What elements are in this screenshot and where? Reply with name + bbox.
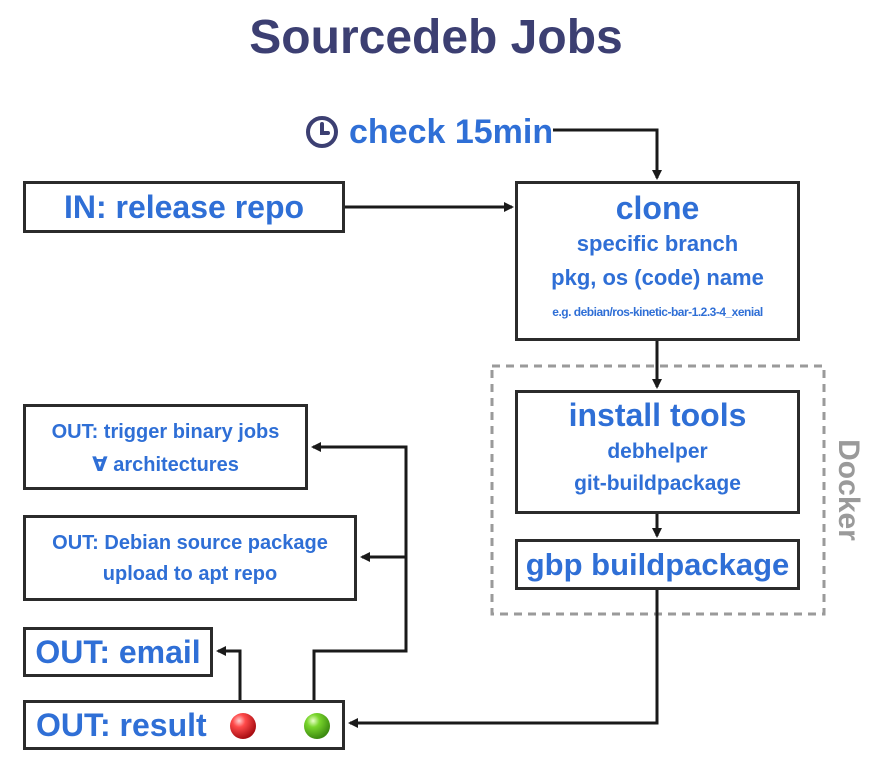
diagram-title: Sourcedeb Jobs: [249, 11, 623, 64]
out-result-box: OUT: result: [23, 700, 345, 750]
out-binary-line1: OUT: trigger binary jobs: [51, 421, 280, 443]
clone-title: clone: [615, 190, 700, 226]
green-status-dot-icon: [304, 713, 330, 739]
out-email-box: OUT: email: [23, 627, 213, 677]
install-box: install tools debhelper git-buildpackage: [515, 390, 800, 514]
arrow-result-to-binary: [311, 442, 408, 700]
input-box: IN: release repo: [23, 181, 345, 233]
clone-branch: specific branch: [576, 231, 739, 256]
clone-pkg-name: pkg, os (code) name: [551, 265, 764, 290]
out-binary-line2: ∀ architectures: [92, 454, 239, 476]
trigger-label: check 15min: [349, 112, 554, 151]
build-box: gbp buildpackage: [515, 539, 800, 590]
arrow-build-to-result: [348, 590, 659, 728]
out-binary-box: OUT: trigger binary jobs ∀ architectures: [23, 404, 308, 490]
out-result-label: OUT: result: [36, 707, 207, 743]
clone-example: e.g. debian/ros-kinetic-bar-1.2.3-4_xeni…: [552, 305, 763, 319]
out-source-box: OUT: Debian source package upload to apt…: [23, 515, 357, 601]
out-email-label: OUT: email: [35, 634, 201, 670]
arrow-result-to-email: [216, 646, 242, 700]
install-title: install tools: [568, 397, 747, 433]
out-source-line2: upload to apt repo: [102, 563, 278, 585]
input-label: IN: release repo: [63, 189, 305, 225]
install-debhelper: debhelper: [607, 440, 708, 463]
red-status-dot-icon: [230, 713, 256, 739]
arrow-check-to-clone: [553, 128, 662, 180]
out-source-line1: OUT: Debian source package: [52, 532, 328, 554]
clone-box: clone specific branch pkg, os (code) nam…: [515, 181, 800, 341]
clock-icon: [306, 116, 338, 148]
trigger-check: check 15min: [305, 112, 553, 152]
build-title: gbp buildpackage: [525, 547, 790, 582]
install-git-buildpackage: git-buildpackage: [574, 472, 741, 495]
docker-label: Docker: [832, 439, 865, 541]
